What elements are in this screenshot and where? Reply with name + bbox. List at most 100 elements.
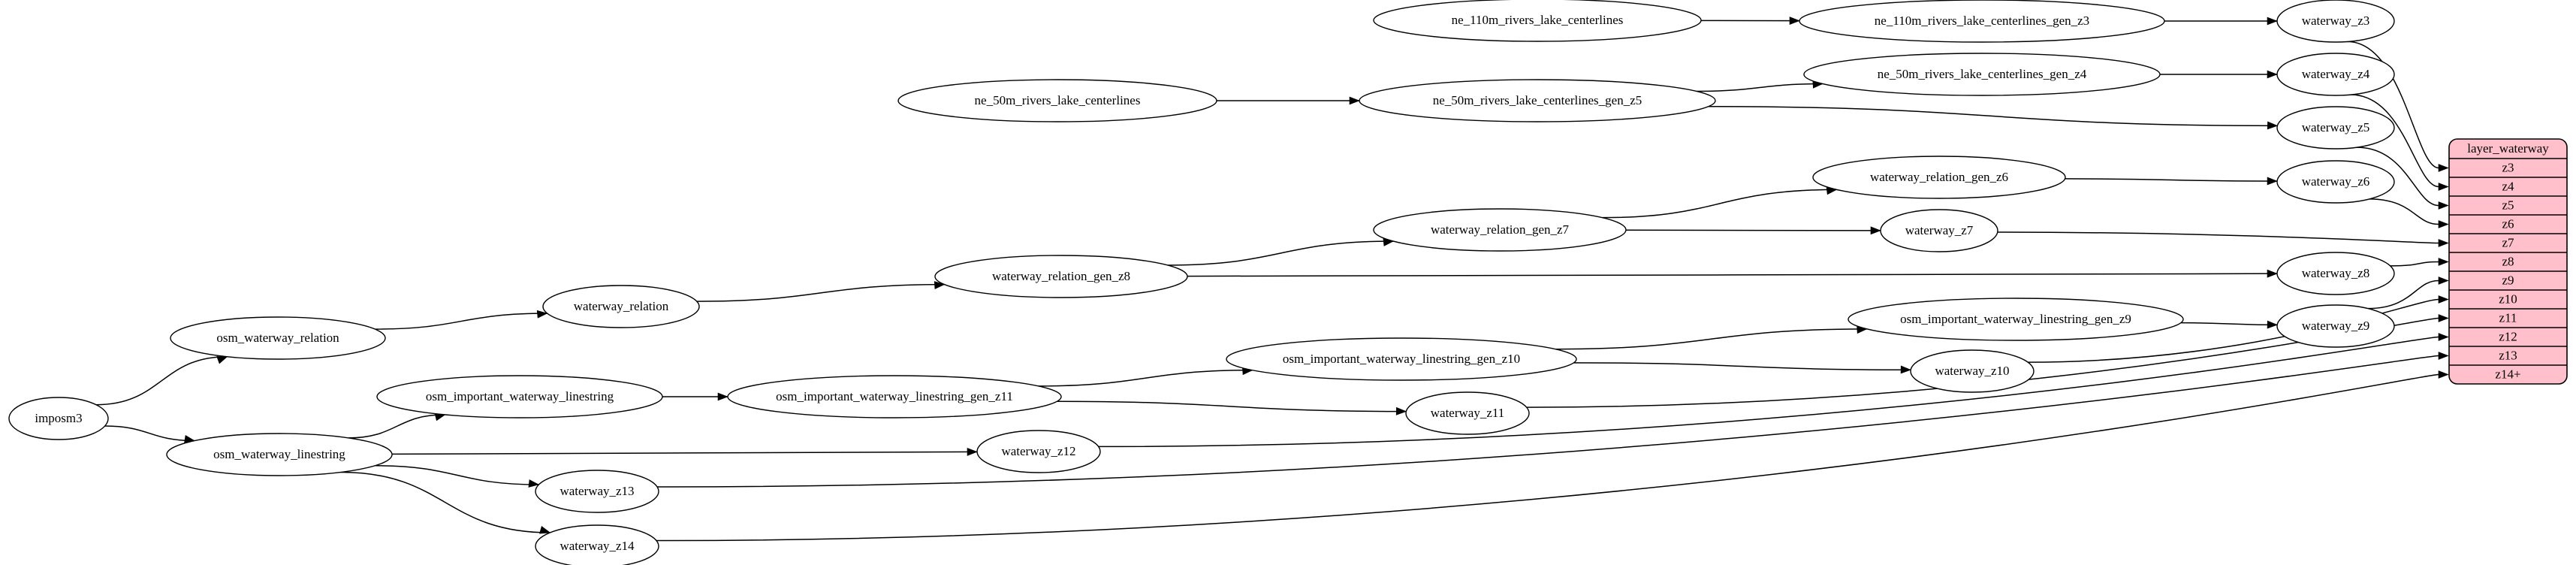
node-waterway-z5[interactable]: waterway_z5: [2276, 106, 2395, 150]
edge: [1696, 80, 1823, 92]
node-osm-important-waterway-linestring-gen-z10[interactable]: osm_important_waterway_linestring_gen_z1…: [1226, 337, 1577, 381]
node-waterway-z6[interactable]: waterway_z6: [2276, 160, 2395, 204]
node-shape: [1880, 209, 1998, 252]
edge-line: [340, 471, 550, 533]
edge-arrowhead: [539, 526, 551, 534]
node-waterway-z10[interactable]: waterway_z10: [1910, 349, 2035, 393]
edge: [1700, 17, 1800, 26]
edge: [2164, 17, 2278, 26]
node-osm-important-waterway-linestring[interactable]: osm_important_waterway_linestring: [376, 375, 663, 418]
edge: [662, 392, 728, 401]
node-waterway-z4[interactable]: waterway_z4: [2276, 53, 2395, 96]
node-waterway-z13[interactable]: waterway_z13: [535, 470, 659, 513]
edge: [104, 425, 195, 443]
node-shape: [2276, 304, 2395, 348]
node-waterway-z11[interactable]: waterway_z11: [1405, 391, 1530, 435]
edge-arrowhead: [2438, 352, 2449, 360]
node-shape: [1373, 208, 1627, 252]
edge: [1708, 105, 2279, 130]
edge-arrowhead: [1789, 17, 1800, 26]
edge-arrowhead: [2438, 276, 2449, 285]
edge-arrowhead: [2267, 177, 2278, 186]
edge-arrowhead: [1395, 406, 1407, 415]
node-ne-50m-rivers-lake-centerlines-gen-z4[interactable]: ne_50m_rivers_lake_centerlines_gen_z4: [1803, 53, 2161, 96]
node-shape: [8, 397, 109, 440]
edge-line: [104, 425, 195, 442]
node-waterway-z14[interactable]: waterway_z14: [535, 524, 659, 565]
node-osm-waterway-linestring[interactable]: osm_waterway_linestring: [166, 433, 393, 476]
edge: [2351, 94, 2449, 191]
node-ne-110m-rivers-lake-centerlines[interactable]: ne_110m_rivers_lake_centerlines: [1373, 0, 1702, 42]
edge-line: [2351, 94, 2439, 188]
node-shape: [1373, 0, 1702, 42]
node-osm-important-waterway-linestring-gen-z9[interactable]: osm_important_waterway_linestring_gen_z9: [1848, 298, 2184, 341]
edge: [1057, 400, 1407, 415]
edge-arrowhead: [536, 310, 548, 319]
edge-line: [2390, 261, 2439, 267]
node-shape: [1359, 79, 1716, 122]
edge-arrowhead: [2267, 17, 2278, 26]
node-shape: [166, 433, 393, 476]
edge: [2390, 258, 2449, 267]
edge: [1217, 96, 1360, 105]
node-ne-50m-rivers-lake-centerlines[interactable]: ne_50m_rivers_lake_centerlines: [897, 79, 1217, 122]
edge: [375, 465, 540, 488]
edge: [1526, 314, 2449, 408]
edge: [1625, 226, 1881, 235]
edge: [1555, 325, 1868, 350]
edge-arrowhead: [967, 447, 978, 456]
node-shape: [1799, 0, 2165, 43]
edge-arrowhead: [1870, 226, 1881, 235]
node-shape: [2276, 53, 2395, 96]
node-ne-50m-rivers-lake-centerlines-gen-z5[interactable]: ne_50m_rivers_lake_centerlines_gen_z5: [1359, 79, 1716, 122]
node-waterway-z9[interactable]: waterway_z9: [2276, 304, 2395, 348]
node-waterway-relation[interactable]: waterway_relation: [542, 285, 700, 328]
edge-layer: [95, 17, 2449, 542]
edge: [1573, 362, 1911, 374]
edge-arrowhead: [1900, 365, 1911, 374]
node-waterway-relation-gen-z7[interactable]: waterway_relation_gen_z7: [1373, 208, 1627, 252]
node-shape: [2276, 252, 2395, 295]
edge-line: [1038, 369, 1253, 387]
edge: [2180, 320, 2278, 329]
edge-line: [1997, 231, 2439, 244]
node-osm-waterway-relation[interactable]: osm_waterway_relation: [170, 316, 386, 360]
node-shape: [1812, 156, 2066, 199]
node-shape: [1910, 349, 2035, 393]
node-imposm3[interactable]: imposm3: [8, 397, 109, 440]
edge-line: [1708, 105, 2278, 127]
edge-line: [391, 451, 978, 455]
node-waterway-z3[interactable]: waterway_z3: [2276, 0, 2395, 43]
edge-arrowhead: [2438, 295, 2449, 304]
node-ne-110m-rivers-lake-centerlines-gen-z3[interactable]: ne_110m_rivers_lake_centerlines_gen_z3: [1799, 0, 2165, 43]
node-waterway-z7[interactable]: waterway_z7: [1880, 209, 1998, 252]
edge-line: [2180, 322, 2278, 326]
edge: [696, 281, 946, 302]
edge-line: [1098, 336, 2439, 448]
edge: [1098, 333, 2449, 448]
edge-arrowhead: [2438, 220, 2449, 228]
edge-line: [2357, 147, 2439, 207]
edge: [656, 370, 2449, 542]
edge-arrowhead: [1349, 96, 1360, 105]
table-outline: [2448, 138, 2568, 385]
edge-line: [1555, 328, 1867, 350]
edge: [1038, 367, 1253, 387]
edge-line: [1696, 83, 1823, 92]
table-layer: layer_waterwayz3z4z5z6z7z8z9z10z11z12z13…: [2448, 138, 2568, 385]
edge-line: [375, 313, 547, 330]
edge-line: [1167, 240, 1394, 266]
edge: [2367, 276, 2449, 310]
edge: [2357, 147, 2449, 210]
node-waterway-z8[interactable]: waterway_z8: [2276, 252, 2395, 295]
node-shape: [727, 375, 1062, 418]
edge: [2065, 177, 2278, 186]
edge: [1997, 231, 2449, 247]
edge: [1167, 238, 1395, 266]
node-waterway-relation-gen-z6[interactable]: waterway_relation_gen_z6: [1812, 156, 2066, 199]
node-osm-important-waterway-linestring-gen-z11[interactable]: osm_important_waterway_linestring_gen_z1…: [727, 375, 1062, 418]
node-waterway-z12[interactable]: waterway_z12: [976, 430, 1101, 473]
layer-waterway-table[interactable]: layer_waterwayz3z4z5z6z7z8z9z10z11z12z13…: [2448, 138, 2568, 385]
node-waterway-relation-gen-z8[interactable]: waterway_relation_gen_z8: [934, 255, 1188, 298]
node-shape: [1848, 298, 2184, 341]
